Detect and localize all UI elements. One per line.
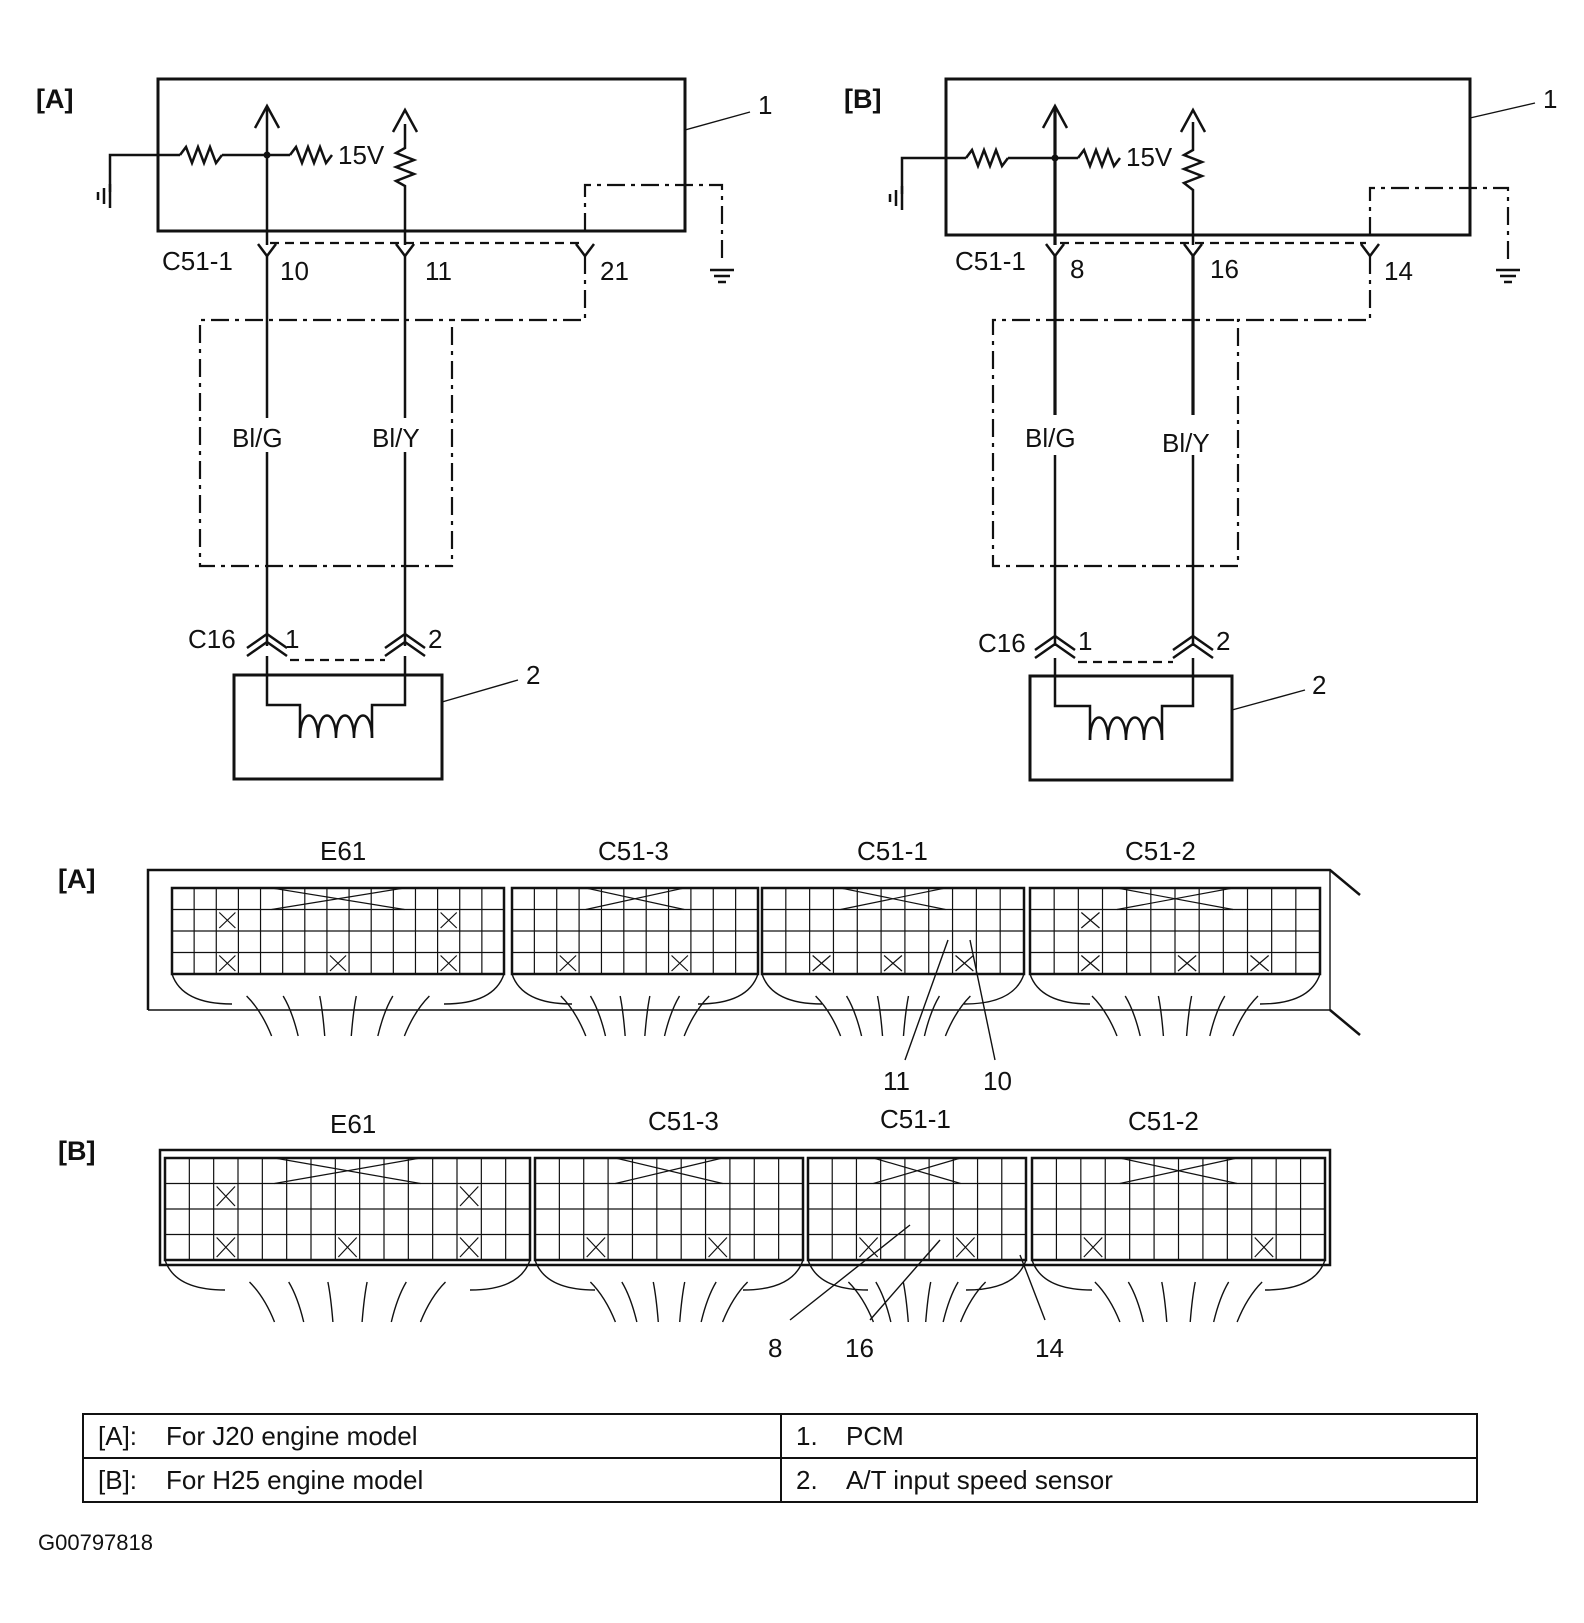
legend-key: [B]: bbox=[98, 1464, 138, 1495]
schematic-a: [A] 1 15V C51-1 10 11 21 bbox=[36, 77, 772, 781]
sensor-pin-a-2: 2 bbox=[428, 624, 442, 654]
sensor-callout-b: 2 bbox=[1312, 670, 1326, 700]
pin-b-1: 8 bbox=[1070, 254, 1084, 284]
connector-label-b-c51-3: C51-3 bbox=[648, 1106, 719, 1136]
pin-a-1: 10 bbox=[280, 256, 309, 286]
connector-label-a-c51-2: C51-2 bbox=[1125, 836, 1196, 866]
figure-id: G00797818 bbox=[38, 1530, 153, 1555]
sensor-connector-b: C16 bbox=[978, 628, 1026, 658]
legend-num: 1. bbox=[796, 1420, 818, 1451]
pcm-callout-a: 1 bbox=[758, 90, 772, 120]
legend-item: PCM bbox=[846, 1420, 904, 1451]
pin-b-3: 14 bbox=[1384, 256, 1413, 286]
connector-label-a-e61: E61 bbox=[320, 836, 366, 866]
pin-b-2: 16 bbox=[1210, 254, 1239, 284]
legend-row: [A]: For J20 engine model 1. PCM bbox=[82, 1413, 1478, 1459]
legend-text: For H25 engine model bbox=[166, 1464, 424, 1495]
pointer-a-10: 10 bbox=[983, 1066, 1012, 1096]
voltage-label-a: 15V bbox=[338, 140, 385, 170]
schematic-b-tag: [B] bbox=[844, 84, 881, 114]
wire-color-b-2: Bl/Y bbox=[1162, 428, 1210, 458]
arrow-up-icon bbox=[1041, 103, 1069, 129]
schematic-b: [B] 1 15V C51-1 8 16 14 Bl/G Bl/Y C16 bbox=[844, 77, 1557, 782]
connector-view-a-tag: [A] bbox=[58, 864, 95, 894]
connector-c51-3-b bbox=[533, 1156, 805, 1323]
coil-icon bbox=[298, 714, 374, 739]
connector-e61-a bbox=[170, 886, 506, 1037]
sensor-box-b bbox=[1028, 674, 1234, 782]
wire-color-a-1: Bl/G bbox=[232, 423, 283, 453]
connector-e61-b bbox=[163, 1156, 532, 1323]
connector-c51-1-b bbox=[806, 1156, 1028, 1323]
pcm-connector-a: C51-1 bbox=[162, 246, 233, 276]
connector-view-a: [A] E61 C51-3 C51-1 C51-2 11 10 bbox=[58, 836, 1361, 1096]
legend-text: For J20 engine model bbox=[166, 1420, 418, 1451]
pointer-a-11: 11 bbox=[883, 1066, 910, 1096]
connector-view-b-tag: [B] bbox=[58, 1136, 95, 1166]
sensor-pin-b-2: 2 bbox=[1216, 626, 1230, 656]
connector-label-a-c51-3: C51-3 bbox=[598, 836, 669, 866]
connector-label-b-c51-2: C51-2 bbox=[1128, 1106, 1199, 1136]
voltage-label-b: 15V bbox=[1126, 142, 1173, 172]
legend-row: [B]: For H25 engine model 2. A/T input spe… bbox=[82, 1457, 1478, 1503]
sensor-callout-a: 2 bbox=[526, 660, 540, 690]
wire-color-a-2: Bl/Y bbox=[372, 423, 420, 453]
legend-num: 2. bbox=[796, 1464, 818, 1495]
sensor-connector-a: C16 bbox=[188, 624, 236, 654]
legend-key: [A]: bbox=[98, 1420, 138, 1451]
pcm-callout-b: 1 bbox=[1543, 84, 1557, 114]
pin-a-2: 11 bbox=[425, 256, 452, 286]
pointer-b-16: 16 bbox=[845, 1333, 874, 1363]
arrow-up-icon bbox=[253, 103, 281, 129]
connector-label-b-c51-1: C51-1 bbox=[880, 1104, 951, 1134]
sensor-pin-b-1: 1 bbox=[1078, 626, 1092, 656]
connector-label-a-c51-1: C51-1 bbox=[857, 836, 928, 866]
schematic-a-tag: [A] bbox=[36, 84, 73, 114]
coil-icon bbox=[1088, 716, 1164, 741]
pin-a-3: 21 bbox=[600, 256, 629, 286]
connector-c51-1-a bbox=[760, 886, 1026, 1037]
connector-label-b-e61: E61 bbox=[330, 1109, 376, 1139]
pointer-b-8: 8 bbox=[768, 1333, 782, 1363]
pointer-b-14: 14 bbox=[1035, 1333, 1064, 1363]
pcm-connector-b: C51-1 bbox=[955, 246, 1026, 276]
arrow-up-icon bbox=[391, 107, 419, 133]
connector-c51-3-a bbox=[510, 886, 760, 1037]
legend-item: A/T input speed sensor bbox=[846, 1464, 1113, 1495]
sensor-pin-a-1: 1 bbox=[285, 624, 299, 654]
connector-c51-2-b bbox=[1030, 1156, 1327, 1323]
legend-table: [A]: For J20 engine model 1. PCM [B]: For H… bbox=[82, 1413, 1478, 1503]
sensor-box-a bbox=[232, 673, 444, 781]
wire-color-b-1: Bl/G bbox=[1025, 423, 1076, 453]
arrow-up-icon bbox=[1179, 107, 1207, 133]
connector-view-b: [B] E61 C51-3 C51-1 C51-2 8 16 14 bbox=[58, 1104, 1332, 1363]
connector-c51-2-a bbox=[1028, 886, 1322, 1037]
